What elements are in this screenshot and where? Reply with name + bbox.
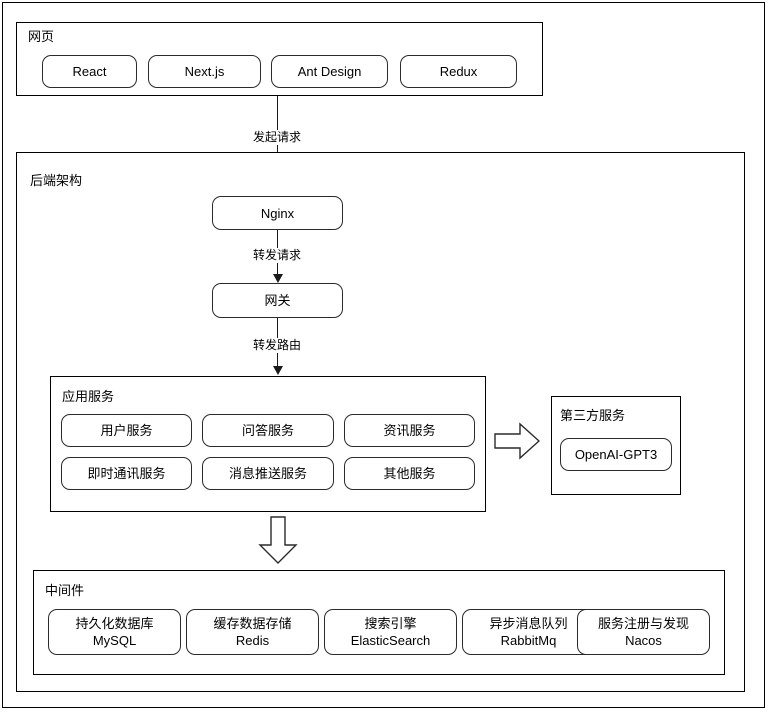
block-arrow-right-to-third-party — [494, 422, 540, 460]
node-ant-design[interactable]: Ant Design — [271, 55, 388, 88]
node-ant-design-label: Ant Design — [297, 64, 362, 79]
node-news-service-label: 资讯服务 — [383, 423, 436, 438]
node-elasticsearch-label-line2: ElasticSearch — [350, 633, 431, 648]
node-qa-service-label: 问答服务 — [241, 423, 294, 438]
node-qa-service[interactable]: 问答服务 — [202, 414, 334, 447]
edge-label-initiate-request: 发起请求 — [249, 130, 305, 145]
edge-label-forward-route: 转发路由 — [249, 338, 305, 353]
arrow-head-gateway-to-app-services — [272, 366, 283, 375]
edge-label-forward-request: 转发请求 — [249, 248, 305, 263]
node-message-push-service[interactable]: 消息推送服务 — [202, 457, 334, 490]
node-other-service[interactable]: 其他服务 — [344, 457, 475, 490]
node-redis[interactable]: 缓存数据存储 Redis — [186, 609, 319, 655]
node-redux[interactable]: Redux — [400, 55, 517, 88]
node-rabbitmq-label-line1: 异步消息队列 — [489, 616, 568, 631]
node-mysql[interactable]: 持久化数据库 MySQL — [48, 609, 181, 655]
node-gateway[interactable]: 网关 — [212, 283, 343, 318]
page-border — [2, 2, 765, 708]
node-elasticsearch-label-line1: 搜索引擎 — [364, 616, 417, 631]
node-nextjs-label: Next.js — [184, 64, 225, 79]
node-message-push-service-label: 消息推送服务 — [228, 466, 307, 481]
node-openai-gpt3[interactable]: OpenAI-GPT3 — [560, 438, 672, 471]
group-app-services-label: 应用服务 — [62, 389, 115, 404]
block-arrow-down-to-middleware — [258, 516, 298, 564]
group-middleware-label: 中间件 — [45, 583, 85, 598]
group-third-party-label: 第三方服务 — [560, 408, 626, 423]
node-mysql-label-line2: MySQL — [92, 633, 137, 648]
node-openai-gpt3-label: OpenAI-GPT3 — [574, 447, 658, 462]
node-user-service-label: 用户服务 — [100, 423, 153, 438]
node-redis-label-line2: Redis — [235, 633, 270, 648]
node-im-service-label: 即时通讯服务 — [87, 466, 166, 481]
node-nginx-label: Nginx — [260, 205, 295, 221]
node-redux-label: Redux — [439, 64, 478, 79]
group-backend-label: 后端架构 — [30, 173, 83, 188]
node-im-service[interactable]: 即时通讯服务 — [61, 457, 192, 490]
node-user-service[interactable]: 用户服务 — [61, 414, 192, 447]
node-elasticsearch[interactable]: 搜索引擎 ElasticSearch — [324, 609, 457, 655]
node-nacos-label-line2: Nacos — [625, 633, 662, 648]
group-webpage-label: 网页 — [28, 29, 55, 44]
arrow-head-nginx-to-gateway — [272, 274, 283, 283]
node-react[interactable]: React — [42, 55, 137, 88]
node-nextjs[interactable]: Next.js — [148, 55, 261, 88]
node-other-service-label: 其他服务 — [383, 466, 436, 481]
node-mysql-label-line1: 持久化数据库 — [75, 616, 154, 631]
node-news-service[interactable]: 资讯服务 — [344, 414, 475, 447]
node-nacos[interactable]: 服务注册与发现 Nacos — [577, 609, 710, 655]
node-nginx[interactable]: Nginx — [212, 196, 343, 230]
node-rabbitmq-label-line2: RabbitMq — [500, 633, 557, 648]
node-redis-label-line1: 缓存数据存储 — [213, 616, 292, 631]
node-react-label: React — [72, 64, 107, 79]
node-gateway-label: 网关 — [264, 293, 291, 308]
node-nacos-label-line1: 服务注册与发现 — [597, 616, 689, 631]
node-rabbitmq[interactable]: 异步消息队列 RabbitMq — [462, 609, 595, 655]
